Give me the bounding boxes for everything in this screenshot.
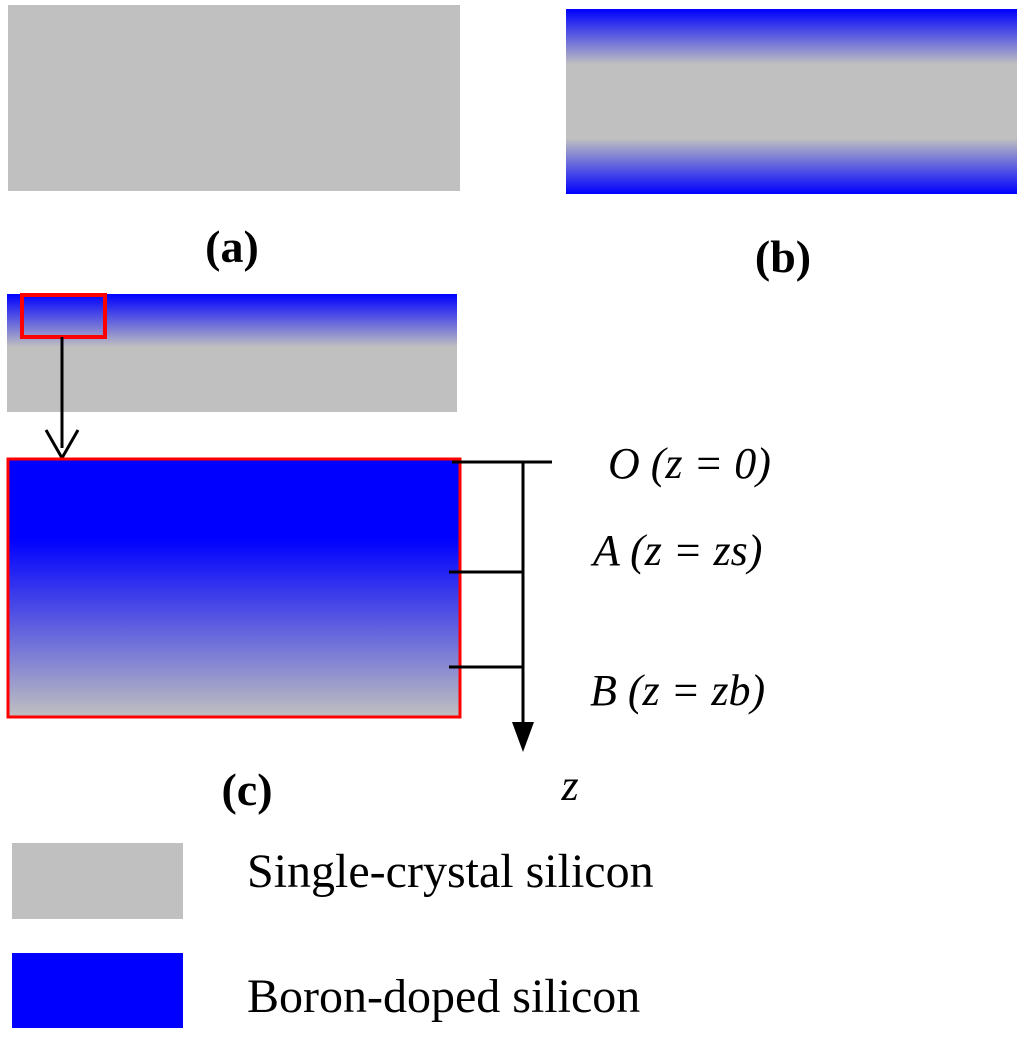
panel-a-wafer (8, 5, 460, 191)
panel-c-wafer (7, 294, 457, 412)
legend: Single-crystal silicon Boron-doped silic… (12, 843, 654, 1028)
point-label-O: O (z = 0) (608, 439, 771, 488)
depth-axis-arrowhead (512, 722, 534, 752)
point-label-B: B (z = zb) (590, 666, 765, 715)
panel-c-label: (c) (221, 764, 272, 815)
legend-swatch-boron (12, 953, 183, 1028)
zoomed-region (6, 457, 462, 719)
legend-swatch-silicon (12, 843, 183, 919)
panel-b-wafer (566, 9, 1017, 194)
legend-label-boron: Boron-doped silicon (247, 970, 640, 1023)
panel-b-label: (b) (755, 231, 811, 282)
panel-a-label: (a) (205, 221, 259, 272)
point-label-A: A (z = zs) (590, 526, 762, 575)
depth-axis-label: z (560, 761, 578, 810)
legend-label-silicon: Single-crystal silicon (247, 845, 654, 898)
